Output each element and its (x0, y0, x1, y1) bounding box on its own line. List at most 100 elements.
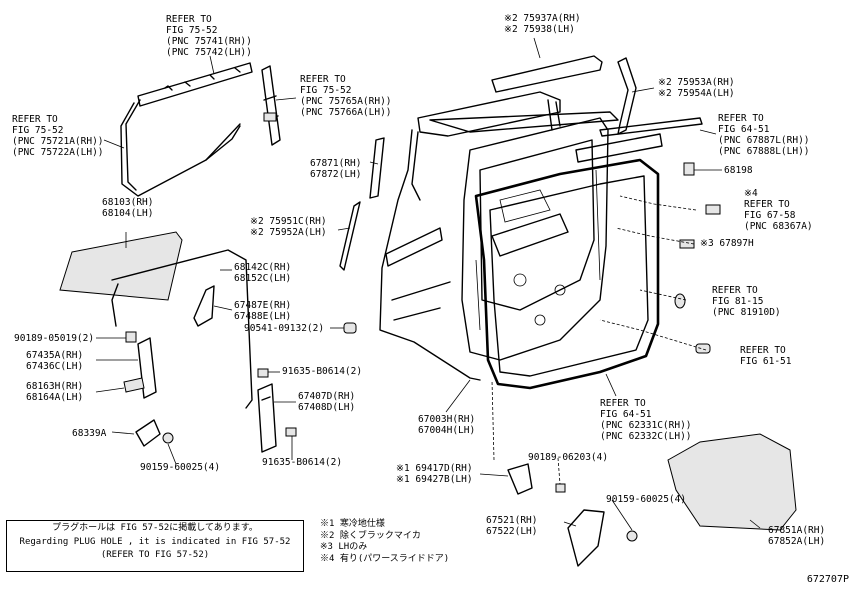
refer-line: REFER TO (12, 114, 58, 125)
part-line: ※2 75952A(LH) (250, 227, 327, 238)
part-line: 68164A(LH) (26, 392, 84, 403)
part-line: 68339A (72, 428, 107, 439)
part-75937-label: ※2 75937A(RH) ※2 75938(LH) (504, 13, 581, 35)
division-bar-garnish-drawing (369, 137, 385, 199)
part-line: 67488E(LH) (234, 311, 292, 322)
refer-line: FIG 75-52 (12, 125, 64, 136)
refer-line: REFER TO (166, 14, 212, 25)
part-75951-label: ※2 75951C(RH) ※2 75952A(LH) (250, 216, 327, 238)
plug-hole-note-box: プラグホールは FIG 57-52に掲載してあります。 Regarding PL… (6, 520, 304, 572)
part-68142-label: 68142C(RH) 68152C(LH) (234, 262, 291, 284)
refer-line: (PNC 75722A(LH)) (12, 147, 104, 158)
upper-molding-drawing (491, 55, 603, 93)
refer-line: (PNC 75765A(RH)) (300, 96, 392, 107)
refer-line: FIG 67-58 (744, 210, 796, 221)
refer-75765-label: REFER TO FIG 75-52 (PNC 75765A(RH)) (PNC… (300, 74, 392, 118)
refer-line: (PNC 75721A(RH)) (12, 136, 104, 147)
part-line: 91635-B0614(2) (262, 457, 343, 468)
refer-68367-label: ※4 REFER TO FIG 67-58 (PNC 68367A) (744, 188, 813, 232)
footnote-2: ※2 除くブラックマイカ (320, 530, 421, 541)
part-line: 90189-05019(2) (14, 333, 95, 344)
footnote-1: ※1 寒冷地仕様 (320, 519, 385, 529)
part-90189-05019-label: 90189-05019(2) (14, 333, 94, 344)
part-68339-label: 68339A (72, 428, 106, 439)
refer-62331-label: REFER TO FIG 64-51 (PNC 62331C(RH)) (PNC… (600, 398, 692, 442)
door-weatherstrip-drawing (474, 158, 660, 390)
part-68198-label: 68198 (724, 165, 753, 176)
footnote-3: ※3 LHのみ (320, 542, 368, 552)
refer-line: REFER TO (600, 398, 646, 409)
part-line: 90541-09132(2) (244, 323, 325, 334)
part-line: 67521(RH) (486, 515, 538, 526)
note-line-en: Regarding PLUG HOLE , it is indicated in… (19, 536, 291, 547)
refer-75721-label: REFER TO FIG 75-52 (PNC 75721A(RH)) (PNC… (12, 114, 104, 158)
glass-guide-drawing (123, 377, 145, 393)
part-line: 67436C(LH) (26, 361, 84, 372)
part-line: ※2 75938(LH) (504, 24, 575, 35)
part-line: 90159-60025(4) (140, 462, 221, 473)
leader-lines-drawing (95, 37, 761, 531)
refer-line: ※4 (744, 188, 758, 199)
part-line: 68163H(RH) (26, 381, 84, 392)
refer-line: (PNC 68367A) (744, 221, 813, 232)
door-trim-board-drawing (667, 433, 797, 531)
lower-hinge-cover-drawing (567, 509, 605, 567)
door-inner-panel-drawing (461, 117, 609, 361)
refer-line: REFER TO (744, 199, 790, 210)
part-line: ※1 69417D(RH) (396, 463, 473, 474)
part-line: 67408D(LH) (298, 402, 356, 413)
refer-line: (PNC 75741(RH)) (166, 36, 252, 47)
refer-75741-label: REFER TO FIG 75-52 (PNC 75741(RH)) (PNC … (166, 14, 252, 58)
part-line: 67872(LH) (310, 169, 362, 180)
refer-line: (PNC 62331C(RH)) (600, 420, 692, 431)
part-line: 67003H(RH) (418, 414, 476, 425)
footnotes: ※1 寒冷地仕様 ※2 除くブラックマイカ ※3 LHのみ ※4 有り(パワース… (320, 519, 449, 565)
glass-run-drawing (429, 111, 703, 163)
refer-line: FIG 64-51 (600, 409, 652, 420)
part-line: ※2 75951C(RH) (250, 216, 327, 227)
refer-line: FIG 64-51 (718, 124, 770, 135)
part-67521-label: 67521(RH) 67522(LH) (486, 515, 537, 537)
part-line: 67487E(RH) (234, 300, 292, 311)
part-67435-label: 67435A(RH) 67436C(LH) (26, 350, 83, 372)
refer-line: (PNC 67887L(RH)) (718, 135, 810, 146)
quarter-window-frame-drawing (120, 62, 253, 197)
refer-line: FIG 81-15 (712, 296, 764, 307)
part-90159-left-label: 90159-60025(4) (140, 462, 220, 473)
center-pillar-garnish-drawing (339, 201, 361, 271)
belt-bracket-drawing (261, 65, 281, 146)
refer-line: (PNC 67888L(LH)) (718, 146, 810, 157)
roller-bracket-drawing (135, 419, 161, 447)
part-68163-label: 68163H(RH) 68164A(LH) (26, 381, 83, 403)
refer-line: FIG 75-52 (300, 85, 352, 96)
refer-line: (PNC 75766A(LH)) (300, 107, 392, 118)
figure-code: 672707P (806, 574, 849, 585)
pillar-garnish-drawing (617, 57, 637, 135)
part-line: 67852A(LH) (768, 536, 826, 547)
refer-line: (PNC 81910D) (712, 307, 781, 318)
part-68103-label: 68103(RH) 68104(LH) (102, 197, 153, 219)
refer-line: FIG 75-52 (166, 25, 218, 36)
part-line: 67435A(RH) (26, 350, 84, 361)
refer-61-51-label: REFER TO FIG 61-51 (740, 345, 791, 367)
part-line: 67522(LH) (486, 526, 538, 537)
refer-line: REFER TO (718, 113, 764, 124)
part-69417-label: ※1 69417D(RH) ※1 69427B(LH) (396, 463, 473, 485)
part-line: 67871(RH) (310, 158, 362, 169)
run-channel-drawing (111, 249, 253, 409)
part-line: 68104(LH) (102, 208, 154, 219)
refer-line: FIG 61-51 (740, 356, 792, 367)
part-67871-label: 67871(RH) 67872(LH) (310, 158, 361, 180)
part-67003-label: 67003H(RH) 67004H(LH) (418, 414, 475, 436)
part-line: ※2 75937A(RH) (504, 13, 581, 24)
part-line: 68103(RH) (102, 197, 154, 208)
refer-line: (PNC 75742(LH)) (166, 47, 252, 58)
part-90541-label: 90541-09132(2) (244, 323, 324, 334)
part-line: 90189-06203(4) (528, 452, 609, 463)
refer-line: REFER TO (740, 345, 786, 356)
part-line: 68198 (724, 165, 753, 176)
part-67851-label: 67851A(RH) 67852A(LH) (768, 525, 825, 547)
part-line: 91635-B0614(2) (282, 366, 363, 377)
rear-lower-sash-drawing (257, 383, 277, 453)
